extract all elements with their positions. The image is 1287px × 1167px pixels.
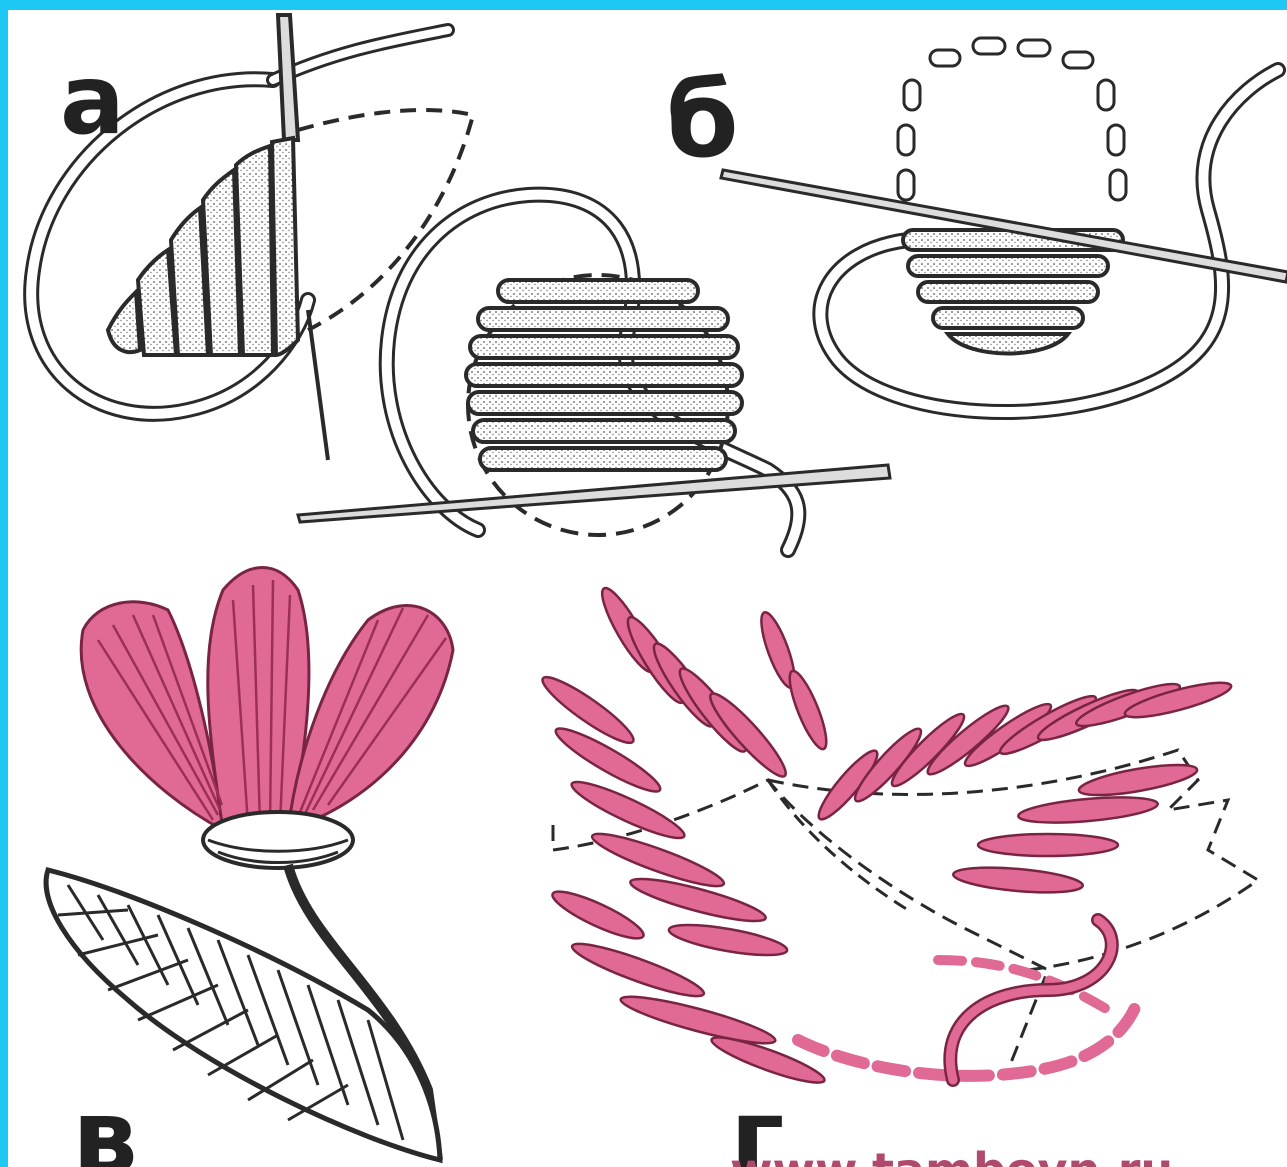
figure-a-stitches bbox=[108, 138, 298, 355]
figure-b-oval-outline bbox=[898, 38, 1126, 200]
watermark: www.tambovn.ru bbox=[730, 1143, 1173, 1167]
figure-b-circle-stitches bbox=[466, 280, 742, 470]
figure-v bbox=[46, 568, 453, 1161]
figure-a-needle bbox=[278, 15, 298, 140]
figure-b-oval bbox=[721, 38, 1287, 412]
figure-b-oval-stitches bbox=[903, 230, 1123, 354]
illustration-panel: а б в г www.tambovn.ru bbox=[8, 10, 1287, 1167]
figure-b-circle bbox=[298, 195, 890, 550]
figure-g bbox=[537, 583, 1258, 1090]
label-a: а bbox=[60, 52, 125, 148]
label-b: б bbox=[666, 68, 739, 172]
figure-v-calyx bbox=[203, 812, 353, 868]
embroidery-diagram bbox=[8, 10, 1287, 1167]
label-v: в bbox=[72, 1085, 138, 1167]
